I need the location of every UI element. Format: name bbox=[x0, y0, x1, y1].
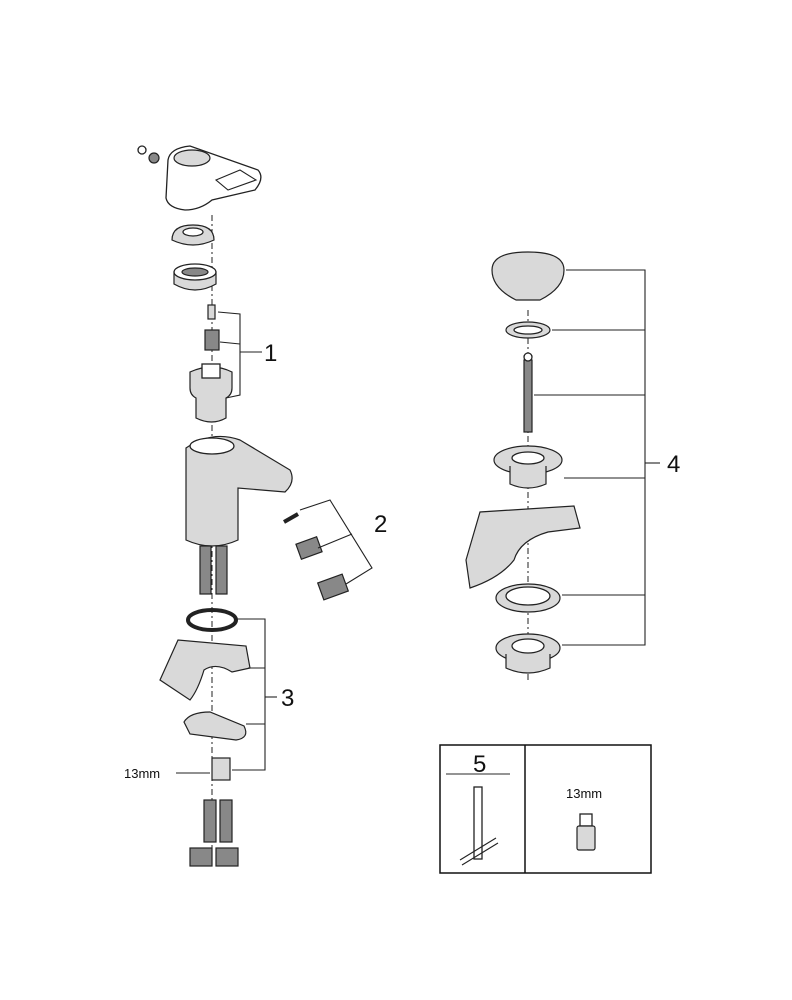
tool-size-label: 13mm bbox=[566, 786, 602, 801]
callout-3: 3 bbox=[281, 685, 294, 712]
callout-4: 4 bbox=[667, 451, 680, 478]
wrench-size-label: 13mm bbox=[124, 766, 160, 781]
threaded-ring bbox=[173, 263, 217, 291]
handle-screws bbox=[137, 145, 160, 164]
callout-2: 2 bbox=[374, 511, 387, 538]
socket-wrench-tool bbox=[459, 786, 499, 866]
callout-lines bbox=[217, 269, 660, 771]
drain-assembly bbox=[465, 251, 581, 674]
cover-cap bbox=[171, 224, 215, 246]
socket-insert bbox=[576, 813, 596, 851]
callout-5: 5 bbox=[473, 751, 486, 778]
lever-handle bbox=[165, 145, 262, 211]
cartridge-assembly bbox=[189, 304, 233, 423]
callout-1: 1 bbox=[264, 340, 277, 367]
faucet-body bbox=[185, 435, 293, 595]
tools-box: 5 13mm bbox=[439, 744, 652, 874]
mounting-set bbox=[159, 608, 251, 867]
aerator-parts bbox=[283, 512, 350, 601]
